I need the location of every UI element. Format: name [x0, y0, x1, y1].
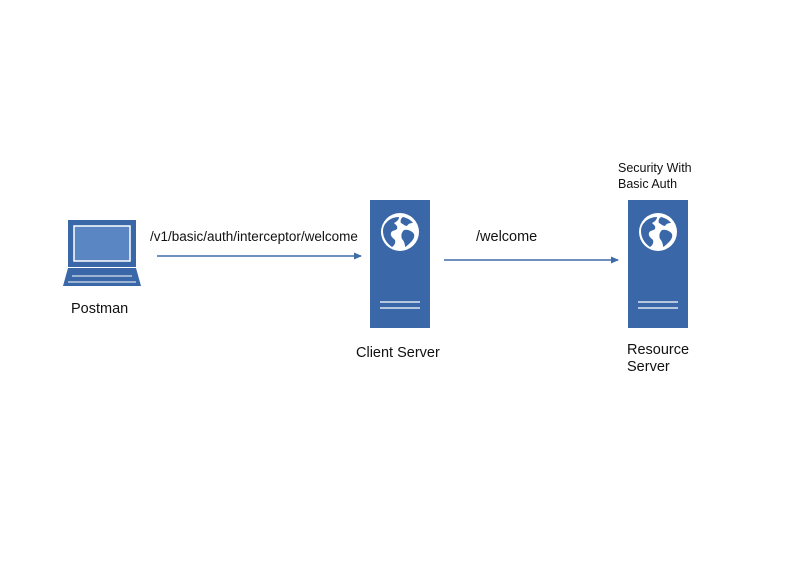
resource-server-label: Resource Server [627, 342, 690, 375]
security-note: Security With Basic Auth [618, 161, 692, 191]
edge-label-client-to-resource: /welcome [476, 229, 538, 245]
client-server-label: Client Server [356, 345, 440, 361]
postman-label: Postman [71, 301, 129, 317]
edge-label-postman-to-client: /v1/basic/auth/interceptor/welcome [150, 229, 358, 244]
laptop-icon [63, 220, 141, 286]
server-globe-icon [628, 200, 688, 328]
server-globe-icon [370, 200, 430, 328]
